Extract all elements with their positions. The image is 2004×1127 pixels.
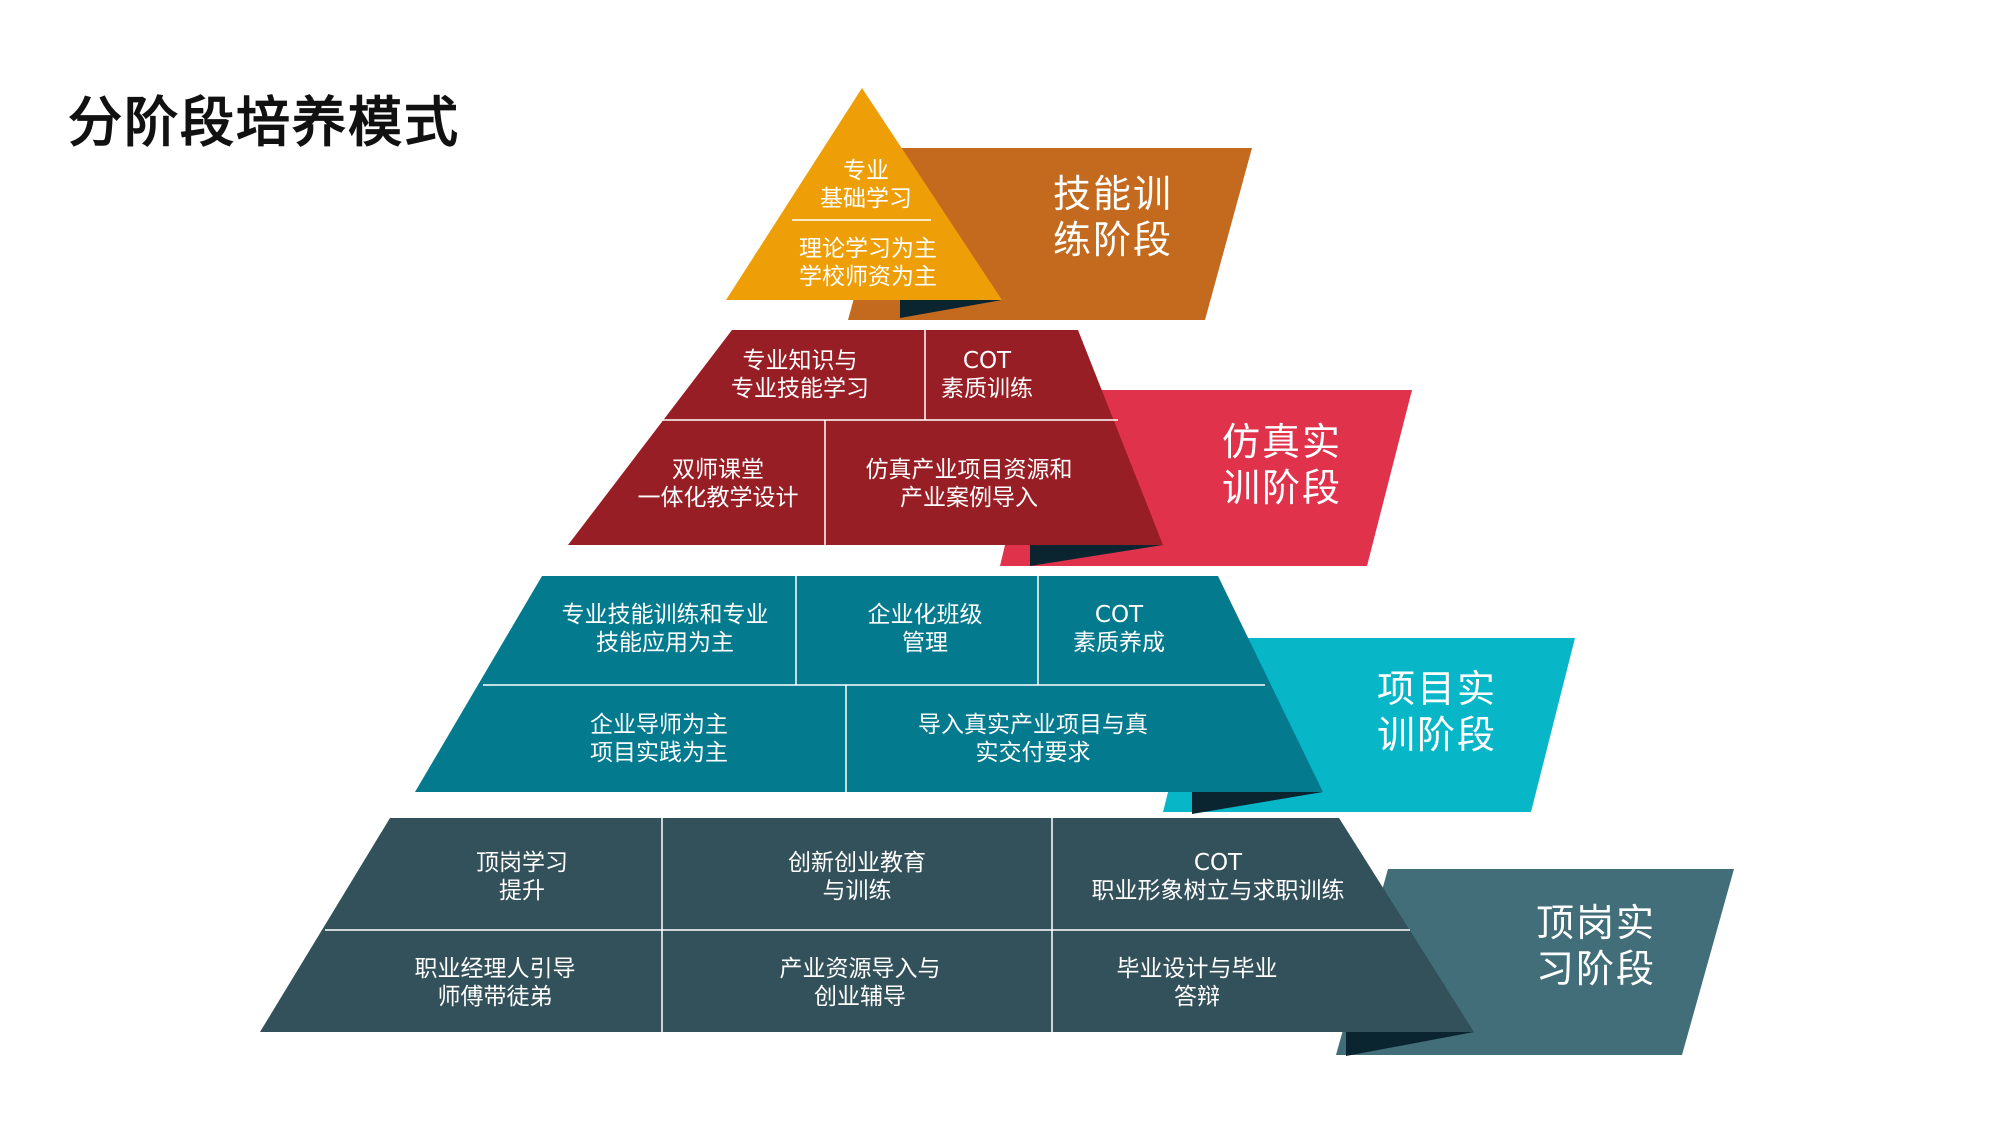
stage-label-line: 顶岗实: [1535, 901, 1656, 946]
cell-text-line: 答辩: [1174, 984, 1220, 1010]
cell-text-line: 创业辅导: [814, 984, 906, 1010]
cell-text-line: 仿真产业项目资源和: [865, 457, 1073, 484]
cell-text-line: 企业导师为主: [590, 712, 728, 739]
cell-text-line: 师傅带徒弟: [437, 984, 553, 1010]
cell-text-line: 专业知识与: [742, 348, 858, 375]
stage-1-cell: 专业基础学习: [696, 146, 1036, 226]
cell-text-line: 毕业设计与毕业: [1116, 956, 1278, 983]
stage-3-cell: 企业导师为主项目实践为主: [489, 700, 829, 780]
cell-text-line: 素质养成: [1073, 630, 1165, 656]
stage-4-pyramid-tier: [260, 818, 1474, 1032]
cell-text-line: COT: [962, 348, 1012, 375]
stage-2-cell: 仿真产业项目资源和产业案例导入: [799, 445, 1139, 525]
cell-text-line: 素质训练: [941, 376, 1033, 402]
cell-text-line: 管理: [902, 630, 948, 656]
cell-text-line: 专业: [843, 158, 889, 185]
stage-label-line: 训阶段: [1221, 466, 1342, 510]
cell-text-line: 导入真实产业项目与真: [918, 712, 1148, 739]
stage-4-cell: 职业经理人引导师傅带徒弟: [325, 944, 665, 1024]
stage-4-fold-shadow: [1346, 1032, 1474, 1056]
cell-text-line: 双师课堂: [672, 457, 764, 484]
cell-text-line: 专业技能训练和专业: [561, 602, 769, 629]
stage-4-cell: 创新创业教育与训练: [687, 838, 1027, 918]
cell-text-line: 一体化教学设计: [637, 485, 799, 511]
stage-2-pyramid-tier: [568, 330, 1163, 545]
cell-text-line: 企业化班级: [867, 602, 983, 629]
stage-label-line: 仿真实: [1221, 420, 1342, 465]
stage-label-line: 练阶段: [1052, 218, 1173, 262]
cell-text-line: 职业经理人引导: [414, 956, 576, 983]
stage-3-cell: 专业技能训练和专业技能应用为主: [495, 590, 835, 670]
cell-text-line: 提升: [499, 878, 545, 904]
stage-1-fold-shadow: [900, 300, 1002, 318]
cell-text-line: 项目实践为主: [590, 740, 728, 766]
stage-label-line: 训阶段: [1376, 713, 1497, 757]
stage-label-line: 技能训: [1052, 172, 1173, 217]
stage-3-cell: 企业化班级管理: [755, 590, 1095, 670]
stage-2-label: 仿真实训阶段: [1192, 406, 1372, 526]
cell-text-line: 基础学习: [820, 186, 912, 212]
cell-text-line: 产业案例导入: [900, 485, 1038, 511]
cell-text-line: 职业形象树立与求职训练: [1091, 878, 1345, 904]
stage-4-cell: 毕业设计与毕业答辩: [1027, 944, 1367, 1024]
stage-3-fold-shadow: [1192, 792, 1323, 814]
stage-label-line: 项目实: [1376, 667, 1497, 712]
cell-text-line: 顶岗学习: [476, 850, 568, 877]
stage-4-label: 顶岗实习阶段: [1506, 887, 1686, 1007]
page-title: 分阶段培养模式: [68, 91, 460, 154]
stage-1-pyramid-tier: [726, 88, 1002, 300]
stage-3-label: 项目实训阶段: [1347, 653, 1527, 773]
cell-text-line: COT: [1094, 602, 1144, 629]
cell-text-line: 与训练: [822, 878, 892, 904]
stage-1-cell: 理论学习为主学校师资为主: [698, 224, 1038, 304]
stage-2-fold-shadow: [1030, 545, 1163, 566]
stage-1-label: 技能训练阶段: [1023, 158, 1203, 278]
stage-2-cell: 专业知识与专业技能学习: [630, 336, 970, 416]
stage-4-cell: 顶岗学习提升: [352, 838, 692, 918]
stage-label-line: 习阶段: [1535, 947, 1656, 991]
cell-text-line: 理论学习为主: [799, 236, 937, 263]
cell-text-line: 实交付要求: [975, 740, 1091, 766]
stage-3-pyramid-tier: [415, 576, 1323, 792]
cell-text-line: 学校师资为主: [799, 264, 937, 290]
stage-4-cell: 产业资源导入与创业辅导: [690, 944, 1030, 1024]
cell-text-line: 产业资源导入与: [779, 956, 941, 983]
cell-text-line: 专业技能学习: [731, 376, 869, 402]
cell-text-line: 技能应用为主: [596, 630, 734, 656]
stage-3-cell: 导入真实产业项目与真实交付要求: [863, 700, 1203, 780]
cell-text-line: COT: [1193, 850, 1243, 877]
cell-text-line: 创新创业教育: [788, 850, 926, 877]
stage-2-cell: 双师课堂一体化教学设计: [548, 445, 888, 525]
